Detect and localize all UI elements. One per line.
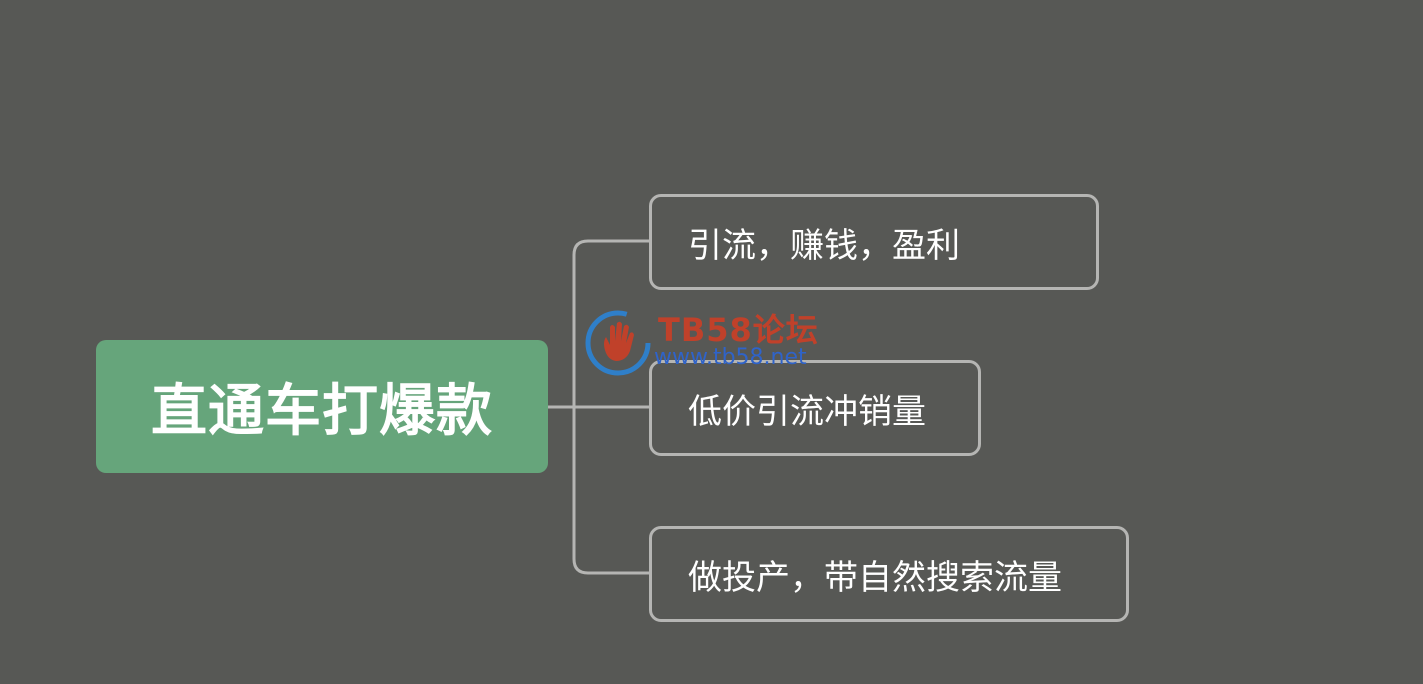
- watermark: TB58论坛 www.tb58.net: [584, 305, 844, 381]
- hand-logo-icon: [585, 310, 651, 376]
- root-topic-label: 直通车打爆款: [151, 379, 493, 444]
- subtopic-3-label: 做投产，带自然搜索流量: [688, 557, 1062, 598]
- watermark-url: www.tb58.net: [654, 345, 807, 370]
- root-topic[interactable]: 直通车打爆款: [96, 340, 548, 473]
- subtopic-2[interactable]: 低价引流冲销量: [649, 360, 981, 456]
- subtopic-1-label: 引流，赚钱，盈利: [688, 225, 960, 266]
- watermark-title: TB58论坛: [658, 311, 819, 349]
- subtopic-2-label: 低价引流冲销量: [688, 391, 926, 432]
- connector-to-child-1: [572, 239, 651, 409]
- subtopic-3[interactable]: 做投产，带自然搜索流量: [649, 526, 1129, 622]
- subtopic-1[interactable]: 引流，赚钱，盈利: [649, 194, 1099, 290]
- connector-to-child-3: [572, 405, 651, 575]
